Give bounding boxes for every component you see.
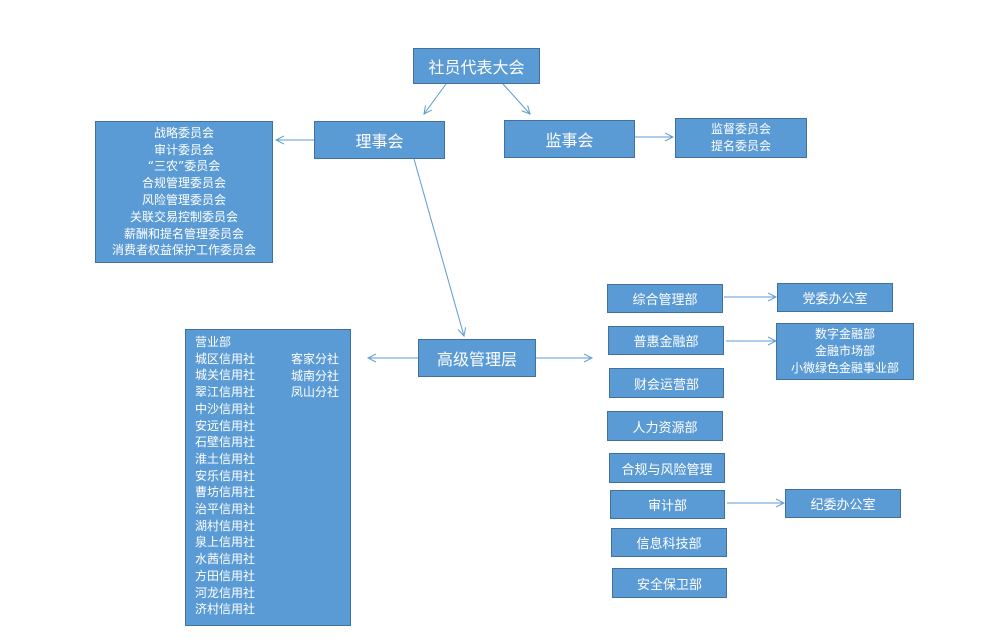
dept-comprehensive: 综合管理部 bbox=[607, 284, 723, 313]
committee-item: 提名委员会 bbox=[710, 139, 771, 153]
branch-item: 城关信用社 bbox=[195, 368, 256, 383]
node-assembly: 社员代表大会 bbox=[413, 48, 540, 84]
branch-item: 城南分社 bbox=[291, 368, 340, 383]
committee-item: 监督委员会 bbox=[710, 122, 771, 137]
committee-item: 审计委员会 bbox=[153, 142, 214, 157]
edge-assembly-supervisory bbox=[502, 83, 530, 114]
branch-item: 泉上信用社 bbox=[195, 535, 256, 550]
dept-hr: 人力资源部 bbox=[607, 411, 723, 441]
inclusive-subunits-box: 数字金融部 金融市场部 小微绿色金融事业部 bbox=[776, 323, 914, 380]
dept-inclusive: 普惠金融部 bbox=[608, 326, 724, 355]
branch-item: 济村信用社 bbox=[195, 602, 256, 617]
subunit-item: 数字金融部 bbox=[814, 327, 875, 342]
node-senior-management: 高级管理层 bbox=[418, 339, 536, 377]
edge-assembly-board bbox=[424, 83, 447, 114]
committee-item: 消费者权益保护工作委员会 bbox=[111, 243, 256, 258]
branches-left-column: 营业部 城区信用社 城关信用社 翠江信用社 中沙信用社 安远信用社 石壁信用社 … bbox=[195, 334, 255, 618]
branch-item: 湖村信用社 bbox=[195, 518, 256, 533]
branch-item: 石壁信用社 bbox=[195, 435, 256, 450]
branch-item: 城区信用社 bbox=[195, 351, 256, 366]
branch-item: 曹坊信用社 bbox=[195, 485, 256, 500]
unit-discipline-office: 纪委办公室 bbox=[785, 489, 901, 518]
supervisory-committees-box: 监督委员会 提名委员会 bbox=[675, 118, 807, 158]
dept-compliance-risk: 合规与风险管理 bbox=[609, 453, 725, 483]
edge-board-management bbox=[413, 158, 464, 336]
subunit-item: 金融市场部 bbox=[814, 344, 875, 359]
branch-item: 凤山分社 bbox=[291, 385, 340, 400]
branch-item: 淮土信用社 bbox=[195, 451, 256, 466]
committee-item: 战略委员会 bbox=[153, 125, 214, 140]
committee-item: 合规管理委员会 bbox=[141, 176, 226, 191]
branch-item: 治平信用社 bbox=[195, 502, 256, 517]
dept-audit: 审计部 bbox=[610, 490, 725, 519]
committee-item: 风险管理委员会 bbox=[141, 193, 226, 207]
dept-it: 信息科技部 bbox=[611, 528, 727, 557]
branch-item: 翠江信用社 bbox=[195, 385, 256, 400]
subunit-item: 小微绿色金融事业部 bbox=[790, 360, 899, 375]
dept-finance: 财会运营部 bbox=[609, 368, 724, 398]
node-supervisory: 监事会 bbox=[504, 120, 635, 158]
committee-item: “三农”委员会 bbox=[147, 159, 221, 174]
branch-item: 安乐信用社 bbox=[195, 468, 256, 483]
committee-item: 薪酬和提名管理委员会 bbox=[123, 226, 244, 241]
branch-item: 河龙信用社 bbox=[195, 585, 256, 600]
branch-item: 客家分社 bbox=[291, 352, 340, 366]
branch-item: 安远信用社 bbox=[195, 418, 256, 433]
committee-item: 关联交易控制委员会 bbox=[129, 209, 238, 224]
branch-item: 方田信用社 bbox=[195, 568, 256, 583]
board-committees-box: 战略委员会 审计委员会 “三农”委员会 合规管理委员会 风险管理委员会 关联交易… bbox=[95, 121, 273, 263]
branches-right-column: 客家分社 城南分社 凤山分社 bbox=[291, 351, 339, 401]
node-board: 理事会 bbox=[314, 121, 445, 159]
branch-item: 水茜信用社 bbox=[195, 552, 256, 567]
branches-box: 营业部 城区信用社 城关信用社 翠江信用社 中沙信用社 安远信用社 石壁信用社 … bbox=[185, 329, 351, 626]
dept-security: 安全保卫部 bbox=[612, 568, 727, 598]
branch-item: 中沙信用社 bbox=[195, 401, 256, 416]
unit-party-office: 党委办公室 bbox=[777, 283, 893, 312]
branch-item: 营业部 bbox=[195, 335, 232, 349]
